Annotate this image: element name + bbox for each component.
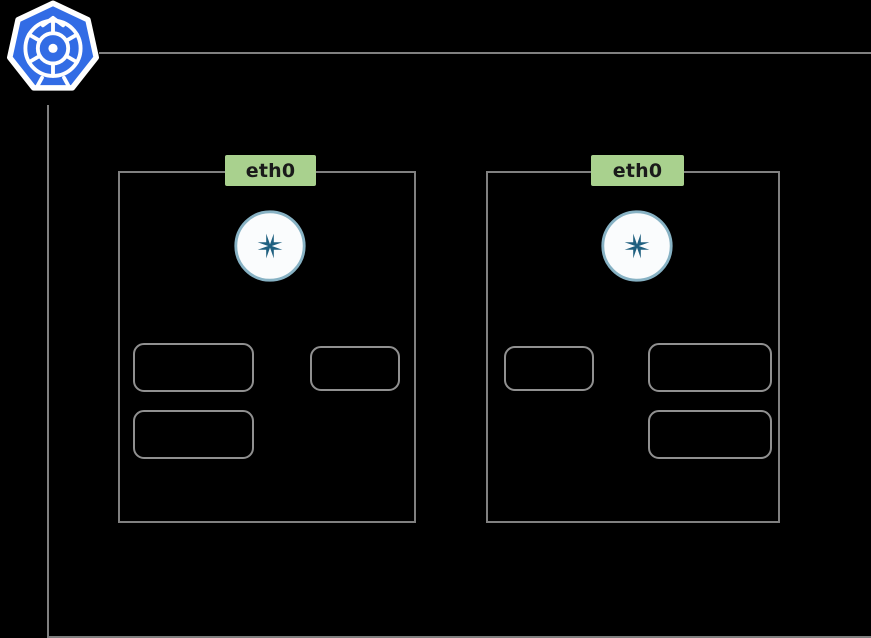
eth0-badge-node-2[interactable]: eth0 — [591, 155, 684, 186]
pod-node-2-b[interactable] — [648, 343, 772, 392]
cluster-bottom-bus — [47, 636, 871, 638]
pod-node-1-a[interactable] — [133, 343, 254, 392]
pod-node-1-b[interactable] — [310, 346, 400, 391]
eth0-label-node-2: eth0 — [612, 159, 663, 182]
eth0-badge-node-1[interactable]: eth0 — [225, 155, 316, 186]
pod-node-2-a[interactable] — [504, 346, 594, 391]
cluster-left-trunk — [47, 105, 49, 636]
pod-node-2-c[interactable] — [648, 410, 772, 459]
router-icon-node-1[interactable] — [232, 208, 308, 284]
router-icon-node-2[interactable] — [599, 208, 675, 284]
eth0-label-node-1: eth0 — [245, 159, 296, 182]
cluster-top-bus — [99, 52, 871, 54]
pod-node-1-c[interactable] — [133, 410, 254, 459]
kubernetes-logo[interactable] — [7, 0, 99, 104]
